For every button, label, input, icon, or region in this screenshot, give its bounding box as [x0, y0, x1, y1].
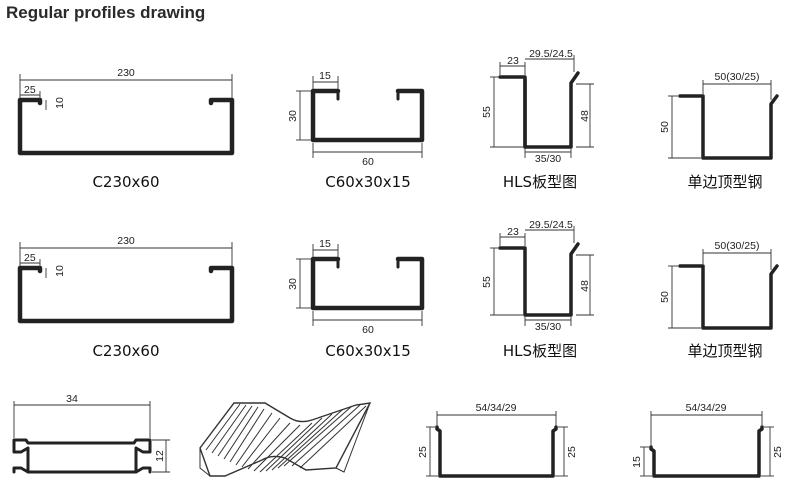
dimension-lines [426, 411, 568, 477]
dimension-lines [668, 80, 772, 159]
profile-caption: HLS板型图 [503, 342, 577, 360]
dimension-lines [296, 244, 423, 326]
dim-label: 30 [287, 110, 299, 122]
profile-caption: 单边顶型钢 [687, 173, 762, 191]
dim-label: 48 [579, 280, 591, 292]
profile-c230x60: 230 25 10 C230x60 [17, 235, 235, 360]
profile-caption: HLS板型图 [503, 173, 577, 191]
profile-caption: C230x60 [92, 342, 159, 360]
dim-label: 30 [287, 278, 299, 290]
dim-label: 29.5/24.5 [529, 219, 573, 231]
profile-hls: 23 29.5/24.5 55 48 35/30 HLS板型图 [481, 219, 594, 360]
dimension-lines [490, 226, 594, 326]
dim-label: 23 [507, 55, 519, 67]
dim-label: 23 [507, 226, 519, 238]
dimension-lines [19, 74, 233, 110]
profile-caption: 单边顶型钢 [687, 342, 762, 360]
dim-label: 50 [659, 291, 671, 303]
dim-label: 230 [117, 235, 135, 247]
dim-label: 25 [24, 84, 36, 96]
profile-u-channel: 54/34/29 25 25 [417, 402, 578, 478]
profile-single-side-top: 50(30/25) 50 单边顶型钢 [659, 71, 779, 191]
profile-c60x30x15: 15 30 60 C60x30x15 [287, 238, 425, 360]
profile-hls: 23 29.5/24.5 55 48 35/30 HLS板型图 [481, 48, 594, 191]
dim-label: 50 [659, 121, 671, 133]
dim-label: 48 [579, 110, 591, 122]
profile-single-side-top: 50(30/25) 50 单边顶型钢 [659, 240, 779, 360]
dim-label: 10 [54, 265, 66, 277]
dimension-lines [668, 249, 772, 329]
dim-label: 12 [154, 450, 166, 462]
dim-label: 25 [417, 446, 429, 458]
dim-label: 15 [319, 238, 331, 250]
profile-caption: C60x30x15 [325, 173, 411, 191]
dim-label: 54/34/29 [686, 402, 727, 414]
dimension-lines [640, 411, 774, 477]
dim-label: 55 [481, 276, 493, 288]
dim-label: 60 [362, 156, 374, 168]
dim-label: 25 [566, 446, 578, 458]
corrugated-sheet-illustration [199, 402, 372, 477]
dim-label: 50(30/25) [715, 240, 760, 252]
dimension-lines [13, 401, 170, 473]
dim-label: 55 [481, 106, 493, 118]
dim-label: 25 [772, 446, 784, 458]
dim-label: 60 [362, 324, 374, 336]
dim-label: 10 [54, 97, 66, 109]
page-title: Regular profiles drawing [6, 3, 206, 22]
dim-label: 15 [631, 456, 643, 468]
dimension-lines [296, 76, 423, 158]
dim-label: 35/30 [535, 153, 561, 165]
dim-label: 35/30 [535, 321, 561, 333]
profile-u-channel-uneven: 54/34/29 15 25 [631, 402, 784, 478]
dim-label: 50(30/25) [715, 71, 760, 83]
profile-c60x30x15: 15 30 60 C60x30x15 [287, 70, 425, 191]
dim-label: 54/34/29 [476, 402, 517, 414]
dim-label: 25 [24, 252, 36, 264]
dimension-lines [490, 55, 594, 158]
profile-caption: C60x30x15 [325, 342, 411, 360]
dimension-lines [19, 242, 233, 278]
profile-caption: C230x60 [92, 173, 159, 191]
profile-furring: 34 12 [12, 393, 170, 474]
dim-label: 15 [319, 70, 331, 82]
dim-label: 29.5/24.5 [529, 48, 573, 60]
dim-label: 34 [66, 393, 78, 405]
profile-c230x60: 230 25 10 C230x60 [17, 67, 235, 191]
dim-label: 230 [117, 67, 135, 79]
